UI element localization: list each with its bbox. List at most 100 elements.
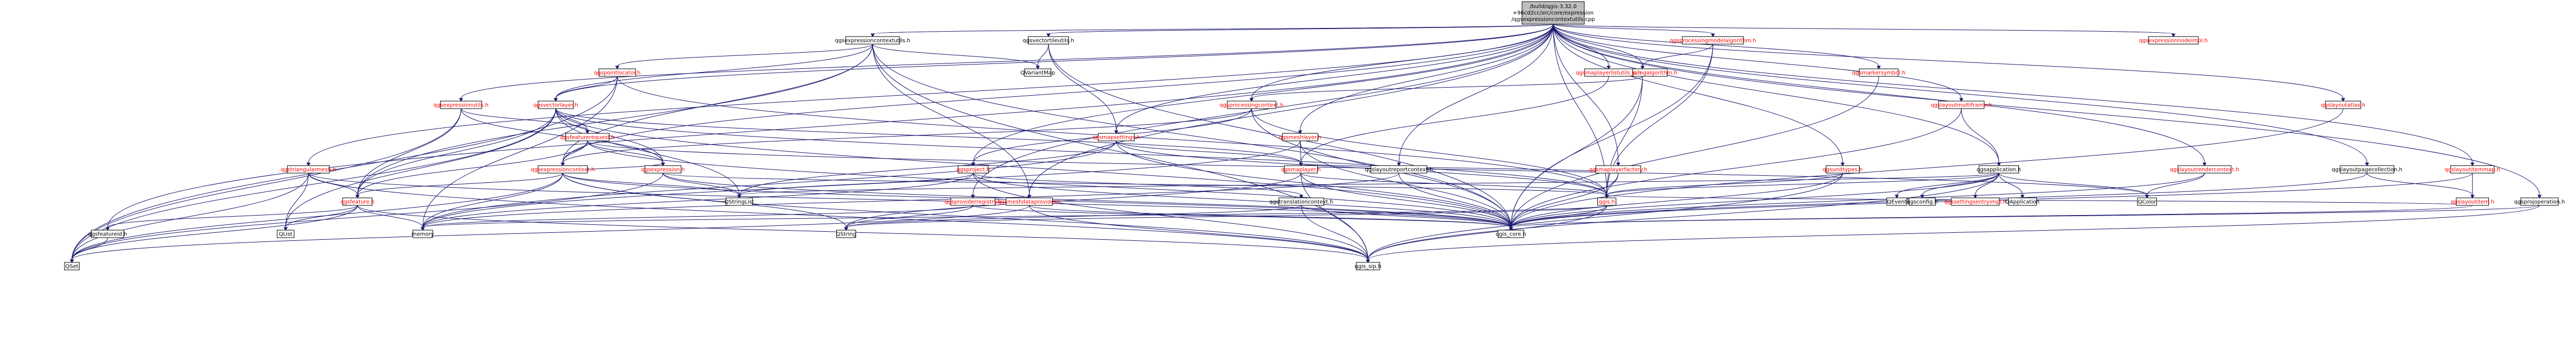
header-node[interactable]: qgsprocessingmodelalgorithm.h [1670,36,1756,45]
edge-line [422,173,974,228]
node-label: qgslayoutitem.h [2451,199,2494,205]
edge-line [973,24,1554,163]
header-node[interactable]: qgis.h [1597,197,1617,206]
include-edge [737,173,974,198]
header-node: qgsfeatureid.h [88,230,127,238]
node-box [1370,165,1427,174]
include-edge [561,108,1252,166]
node-label: qgsmeshlayer.h [1279,135,1322,141]
include-edge [663,173,1609,198]
edge-line [422,76,618,228]
edge-line [1510,173,2367,228]
node-box [2008,197,2037,206]
edge-line [1048,24,1554,34]
edge-line [845,205,973,228]
node-box [1522,1,1585,25]
header-node[interactable]: qgsexpressionnodeimpl.h [2139,36,2208,45]
header-node: QStringList [724,197,754,206]
header-node: qgsexpressioncontextutils.h [835,36,910,45]
edge-arrowhead [561,162,565,166]
header-node[interactable]: qgsproviderregistry.h [944,197,1001,206]
edge-line [555,76,618,99]
edge-arrowhead [69,259,74,263]
edge-arrowhead [1298,130,1303,134]
edge-line [422,140,1117,228]
node-label: qgsexpression.h [641,167,685,173]
edge-line [1037,44,1049,67]
header-node[interactable]: qgspointlocator.h [594,68,641,77]
header-node[interactable]: qgsproject.h [957,165,990,174]
include-edge [737,173,1999,198]
edge-line [308,173,358,196]
edge-arrowhead [737,195,742,198]
edge-line [1116,140,1608,196]
include-edge [1029,205,1513,231]
edge-arrowhead [2020,195,2025,198]
edge-arrowhead [2341,98,2345,102]
header-node[interactable]: qgsexpressioncontext.h [531,165,595,174]
node-label: qgsproject.h [957,167,990,173]
header-node[interactable]: qgsmeshlayer.h [1279,133,1322,141]
edge-arrowhead [458,98,463,102]
node-label: qgsexpressioncontextutils.h [835,38,910,44]
edge-line [357,108,462,196]
node-label: qgsfeaturerequest.h [560,135,615,141]
edge-line [555,108,1608,196]
node-box [342,197,373,206]
edge-line [1510,76,1879,228]
header-node[interactable]: qgslayoutmultiframe.h [1931,101,1992,109]
include-edge [615,44,873,69]
header-node[interactable]: qgslayoutrendercontext.h [2170,165,2239,174]
edge-line [872,44,1368,260]
header-node[interactable]: qgssettingsentryimpl.h [1944,197,2006,206]
header-node[interactable]: qgslayoutatlas.h [2321,101,2365,109]
node-box [1886,197,1907,206]
header-node[interactable]: qgsmaplayer.h [1281,165,1321,174]
edge-line [1367,205,2540,260]
header-node[interactable]: qgslayoutitemmap.h [2445,165,2500,174]
node-box [1826,165,1860,174]
header-node[interactable]: qgsmeshdataprovider.h [998,197,1061,206]
header-node[interactable]: qgsmaplayerlistutils_p.h [1576,68,1641,77]
edge-line [1251,76,1643,99]
header-node[interactable]: qgstriangularmesh.h [281,165,336,174]
node-box [2137,197,2157,206]
include-edge [1298,24,1554,134]
graph-edges [69,24,2542,263]
header-node: qgis_sip.h [1355,262,1381,270]
header-node[interactable]: qgsmaplayerfactory.h [1589,165,1648,174]
header-node[interactable]: qgslayoutitem.h [2451,197,2494,206]
node-box [598,68,636,77]
node-label: qgsfeature.h [340,199,375,205]
edge-line [71,173,309,260]
edge-line [562,24,1554,163]
header-node[interactable]: qgsmapsettings.h [1092,133,1140,141]
header-node[interactable]: qgsexpression.h [641,165,685,174]
edge-arrowhead [554,98,558,102]
header-node: qgsapplication.h [1977,165,2021,174]
edge-line [1553,24,1619,163]
header-node[interactable]: qgsexpressionutils.h [434,101,489,109]
header-node[interactable]: qgsunittypes.h [1822,165,1863,174]
edge-line [845,205,1302,228]
edge-arrowhead [2365,162,2370,166]
header-node[interactable]: qgsprocessingcontext.h [1219,101,1283,109]
edge-arrowhead [1397,162,1401,166]
edge-arrowhead [1606,66,1611,69]
header-node[interactable]: qgsfeature.h [340,197,375,206]
edge-line [71,173,664,260]
node-label: qgsconfig.h [1907,199,1938,205]
header-node[interactable]: qgsmarkersymbol.h [1852,68,1905,77]
edge-line [422,173,1400,228]
include-edge [306,24,1554,166]
edge-line [972,24,1554,196]
include-edge [420,140,1117,231]
header-node[interactable]: qgsvectorlayer.h [533,101,578,109]
edge-arrowhead [1299,195,1304,198]
edge-line [461,24,1554,99]
edge-line [739,173,1999,196]
header-node[interactable]: qgsfeaturerequest.h [560,133,615,141]
header-node: memory [412,230,434,238]
edge-arrowhead [105,227,110,231]
